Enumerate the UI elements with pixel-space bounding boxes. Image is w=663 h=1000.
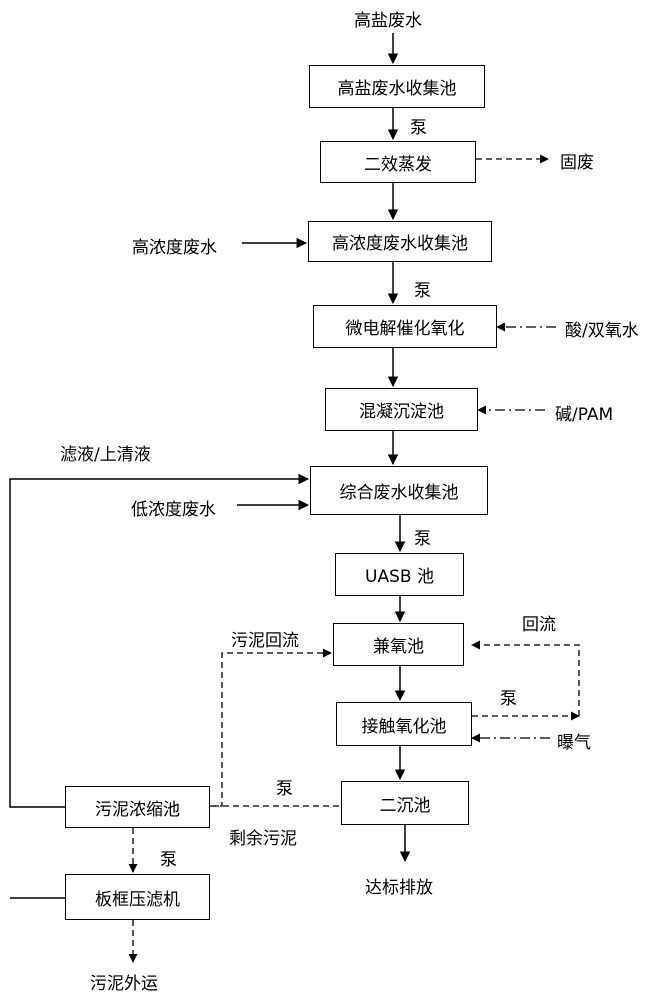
filter-press-label: 板框压滤机 xyxy=(95,889,180,910)
secondary-clarifier-label: 二沉池 xyxy=(379,795,431,816)
filter-press: 板框压滤机 xyxy=(65,874,210,920)
contact-oxidation: 接触氧化池 xyxy=(336,702,472,746)
label-high-salt-water: 高盐废水 xyxy=(354,11,422,31)
label-discharge: 达标排放 xyxy=(365,878,433,898)
label-solid-waste: 固废 xyxy=(560,153,594,173)
label-low-conc-water: 低浓度废水 xyxy=(131,500,216,520)
high-salt-tank: 高盐废水收集池 xyxy=(309,65,485,108)
contact-oxidation-label: 接触氧化池 xyxy=(361,716,447,737)
evaporation-label: 二效蒸发 xyxy=(364,154,432,175)
micro-electrolysis-label: 微电解催化氧化 xyxy=(345,319,465,339)
label-pump-5: 泵 xyxy=(276,779,293,799)
uasb: UASB 池 xyxy=(335,553,464,596)
secondary-clarifier: 二沉池 xyxy=(341,781,469,825)
combined-tank: 综合废水收集池 xyxy=(310,466,488,515)
coag-sedimentation: 混凝沉淀池 xyxy=(325,388,478,431)
label-filtrate: 滤液/上清液 xyxy=(60,445,151,465)
sludge-thickener: 污泥浓缩池 xyxy=(65,786,210,828)
label-alkali-pam: 碱/PAM xyxy=(555,405,614,425)
high-conc-tank-label: 高浓度废水收集池 xyxy=(332,234,468,254)
anoxic-tank-label: 兼氧池 xyxy=(373,637,424,657)
label-pump-3: 泵 xyxy=(414,529,431,549)
label-sludge-return: 污泥回流 xyxy=(231,631,299,651)
label-reflux: 回流 xyxy=(522,615,556,635)
label-aeration: 曝气 xyxy=(557,733,591,753)
label-high-conc-water: 高浓度废水 xyxy=(132,238,217,258)
anoxic-tank: 兼氧池 xyxy=(333,623,464,666)
arrow-reflux xyxy=(471,640,580,716)
arrow-filtrate-return xyxy=(9,473,310,808)
label-pump-6: 泵 xyxy=(160,850,177,870)
label-pump-2: 泵 xyxy=(414,281,431,301)
sludge-thickener-label: 污泥浓缩池 xyxy=(95,799,180,820)
label-pump-1: 泵 xyxy=(410,118,427,138)
combined-tank-label: 综合废水收集池 xyxy=(339,483,459,503)
label-excess-sludge: 剩余污泥 xyxy=(229,829,297,849)
arrow-sludge-return xyxy=(210,648,332,807)
uasb-label: UASB 池 xyxy=(365,567,434,587)
label-pump-4: 泵 xyxy=(500,689,517,709)
label-sludge-out: 污泥外运 xyxy=(90,974,158,994)
micro-electrolysis: 微电解催化氧化 xyxy=(313,305,497,348)
evaporation: 二效蒸发 xyxy=(320,141,476,183)
coag-sedimentation-label: 混凝沉淀池 xyxy=(359,402,444,422)
label-acid-h2o2: 酸/双氧水 xyxy=(565,321,639,341)
high-salt-tank-label: 高盐废水收集池 xyxy=(337,79,457,99)
high-conc-tank: 高浓度废水收集池 xyxy=(308,221,492,262)
